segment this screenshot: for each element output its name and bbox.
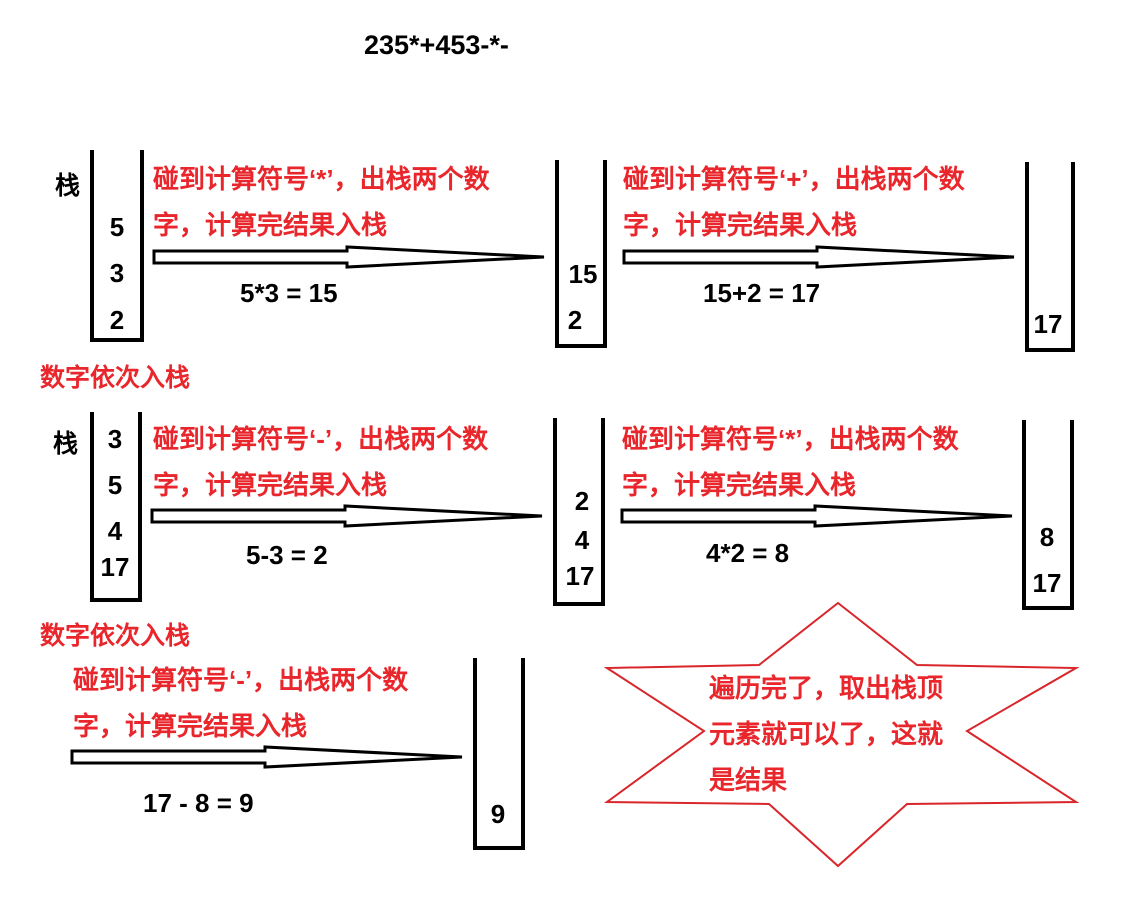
stack-value: 8 — [1039, 522, 1055, 552]
stack-container — [90, 412, 142, 602]
stack-value: 4 — [574, 525, 590, 555]
stack-value: 17 — [1033, 309, 1063, 339]
stack-value: 17 — [100, 552, 130, 582]
arrow-icon — [150, 504, 543, 528]
stack-value: 9 — [490, 799, 506, 829]
arrow-icon — [620, 504, 1013, 528]
step-equation: 5-3 = 2 — [246, 540, 328, 570]
stack-container — [1022, 420, 1074, 610]
stack-value: 3 — [107, 424, 123, 454]
stack-value: 2 — [109, 305, 125, 335]
arrow-icon — [622, 245, 1015, 269]
step-equation: 4*2 = 8 — [706, 538, 790, 568]
stack-value: 17 — [1032, 568, 1062, 598]
stack-value: 5 — [109, 212, 125, 242]
push-note: 数字依次入栈 — [40, 364, 191, 392]
stack-value: 4 — [107, 516, 123, 546]
expression-title: 235*+453-*- — [364, 30, 509, 60]
stack-label: 栈 — [55, 172, 81, 200]
star-burst-shape — [603, 601, 1080, 868]
stack-container — [90, 150, 144, 342]
stack-value: 3 — [109, 258, 125, 288]
step-description: 碰到计算符号‘*’，出栈两个数字，计算完结果入栈 — [622, 424, 959, 500]
stack-container — [473, 658, 525, 850]
stack-value: 15 — [568, 259, 598, 289]
result-note: 遍历完了，取出栈顶 元素就可以了，这就 是结果 — [709, 673, 944, 795]
step-description: 碰到计算符号‘-’，出栈两个数字，计算完结果入栈 — [153, 424, 489, 500]
step-equation: 5*3 = 15 — [240, 278, 338, 308]
stack-container — [1025, 162, 1075, 352]
arrow-icon — [152, 245, 545, 269]
step-equation: 15+2 = 17 — [703, 278, 821, 308]
stack-value: 5 — [107, 470, 123, 500]
step-equation: 17 - 8 = 9 — [143, 788, 254, 818]
step-description: 碰到计算符号‘+’，出栈两个数字，计算完结果入栈 — [623, 164, 965, 240]
stack-value: 2 — [567, 305, 583, 335]
push-note: 数字依次入栈 — [40, 622, 191, 650]
stack-container — [555, 160, 607, 348]
stack-container — [553, 418, 605, 606]
step-description: 碰到计算符号‘*’，出栈两个数字，计算完结果入栈 — [153, 164, 490, 240]
stack-value: 17 — [565, 561, 595, 591]
arrow-icon — [70, 745, 463, 769]
stack-value: 2 — [574, 486, 590, 516]
step-description: 碰到计算符号‘-’，出栈两个数字，计算完结果入栈 — [73, 665, 409, 741]
stack-label: 栈 — [53, 430, 79, 458]
